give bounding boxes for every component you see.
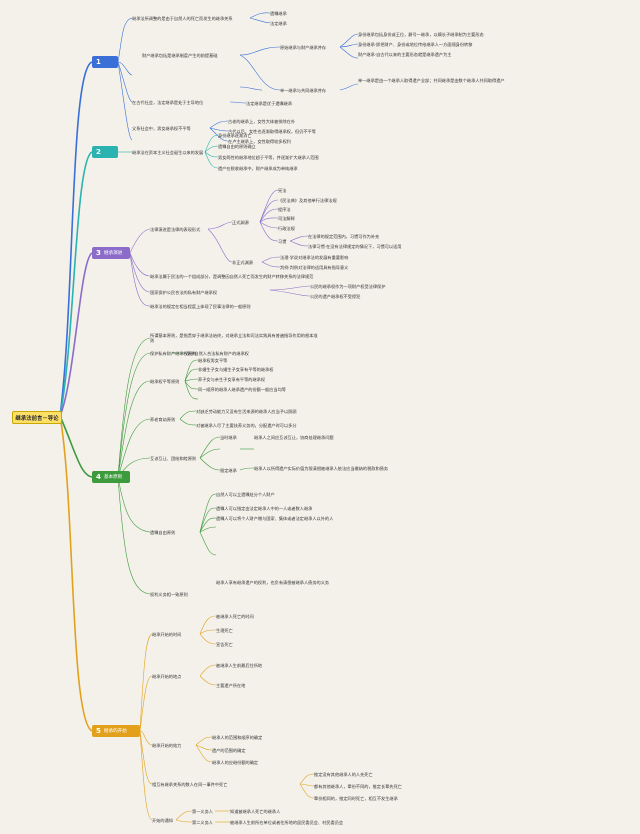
s2-node-1b[interactable]: 遗嘱自由的原则确立 (218, 144, 256, 149)
s1-node-3a[interactable]: 法定继承是优于遗嘱继承 (246, 101, 293, 106)
s3-node-1a3[interactable]: 程序法 (278, 207, 291, 212)
s4-node-4b[interactable]: 继承人之间应互谅互让，协商处理继承问题 (254, 435, 334, 440)
s1-node-4a[interactable]: 古老的继承上，女性大体被排除在外 (228, 119, 296, 124)
section-4-label: 基本原则 (103, 475, 123, 480)
s5-node-2[interactable]: 继承开始的地点 (152, 674, 182, 679)
s1-node-3[interactable]: 在古代社会，法定继承是处于主导地位 (132, 100, 204, 105)
section-5-number: 5 (96, 727, 101, 735)
s5-node-1c[interactable]: 宣告死亡 (216, 642, 233, 647)
s3-node-1a1[interactable]: 宪法 (278, 188, 287, 193)
s4-node-0[interactable]: 所谓基本原则，是指贯穿于继承法始终，对继承立法和司法实践具有普遍指导作用的根本准… (150, 333, 318, 343)
s4-node-6a[interactable]: 继承人享有继承遗产的权利，也负有清偿被继承人债务的义务 (216, 580, 330, 585)
s5-node-3b[interactable]: 遗产的范围的确定 (212, 748, 246, 753)
s5-node-3c[interactable]: 继承人的应继份额的确定 (212, 760, 259, 765)
section-2-number: 2 (96, 148, 101, 156)
s4-node-2a[interactable]: 继承权男女平等 (198, 358, 228, 363)
section-3-number: 3 (96, 249, 101, 257)
s5-node-5a[interactable]: 第一义务人 (192, 809, 213, 814)
s4-node-5[interactable]: 遗嘱自由原则 (150, 530, 176, 535)
s4-node-5b[interactable]: 遗嘱人可以指定由法定继承人中的一人或者数人继承 (216, 506, 313, 511)
s3-node-1b1[interactable]: 法理·学说对继承法的发展有重要影响 (280, 255, 349, 260)
s1-node-2a3[interactable]: 财产继承·自古代以来的主要形态就是继承遗产为主 (358, 52, 452, 57)
s5-node-1a[interactable]: 被继承人死亡的时间 (216, 614, 254, 619)
s4-node-6[interactable]: 权利义务相一致原则 (150, 592, 188, 597)
s5-node-2a[interactable]: 被继承人生前最后住所地 (216, 663, 263, 668)
s4-node-4[interactable]: 互谅互让、团结和睦原则 (150, 456, 197, 461)
s3-node-1a4[interactable]: 司法解释 (278, 216, 295, 221)
s3-node-1a62[interactable]: 法律习惯·在没有法律规定的情况下，习惯可以适用 (308, 244, 402, 249)
s4-node-2b[interactable]: 非婚生子女与婚生子女享有平等的继承权 (198, 367, 274, 372)
s1-node-4b[interactable]: 古代以后，女性也逐渐取得继承权，但仍不平等 (228, 129, 316, 134)
s4-node-5a[interactable]: 自然人可以立遗嘱处分个人财产 (216, 492, 275, 497)
section-1-number: 1 (96, 58, 101, 66)
s3-node-3b[interactable]: 公民的遗产继承权不受侵犯 (310, 294, 361, 299)
s3-node-1a61[interactable]: 在法律的规定范围内，习惯可作为补充 (308, 234, 380, 239)
s3-node-3a[interactable]: 公民的继承权作为一项财产权受法律保护 (310, 284, 386, 289)
s5-node-5b1[interactable]: 被继承人生前所在单位或者住所地的居民委员会、村民委员会 (230, 820, 344, 825)
s3-node-2[interactable]: 继承法属于民法的一个组成部分，是调整因自然人死亡而发生的财产转移关系的法律规范 (150, 274, 314, 279)
s1-node-2a2[interactable]: 身份继承·即把财产、身份或地位传给继承人一方面随身份转移 (358, 42, 473, 47)
s4-node-2[interactable]: 继承权平等原则 (150, 379, 180, 384)
s4-node-4c[interactable]: 限定继承 (220, 468, 237, 473)
s4-node-2c[interactable]: 养子女与亲生子女享有平等的继承权 (198, 377, 266, 382)
s3-node-1a[interactable]: 正式渊源 (232, 220, 249, 225)
s4-node-5c[interactable]: 遗嘱人可以将个人财产赠与国家、集体或者法定继承人以外的人 (216, 516, 334, 521)
s3-node-1[interactable]: 法律演进是法律的表现形式 (150, 227, 201, 232)
s3-node-3[interactable]: 国家保护公民合法的私有财产继承权 (150, 290, 218, 295)
section-3-label: 继承演进 (103, 251, 123, 256)
s2-node-1a[interactable]: 身份继承逐渐消亡 (218, 133, 252, 138)
s1-node-1a[interactable]: 遗嘱继承 (270, 11, 287, 16)
s3-node-1a5[interactable]: 行政法规 (278, 226, 295, 231)
s1-node-1b[interactable]: 法定继承 (270, 21, 287, 26)
s4-node-1a[interactable]: 保护自然人合法私有财产的继承权 (186, 351, 249, 356)
s5-node-3[interactable]: 继承开始的效力 (152, 743, 182, 748)
s1-node-2b1[interactable]: 单一继承是由一个继承人取得遗产全部；共同继承是由数个继承人共同取得遗产 (358, 78, 505, 83)
s1-node-4c[interactable]: 在卢主继承上，女性取得较多权利 (228, 139, 291, 144)
s5-node-1b[interactable]: 生理死亡 (216, 628, 233, 633)
s3-node-1a6[interactable]: 习惯 (278, 239, 287, 244)
section-5-label: 继承的开始 (103, 729, 127, 734)
s4-node-4d[interactable]: 继承人以所得遗产实际价值为限清偿被继承人依法应当缴纳的税款和债务 (254, 466, 389, 471)
s3-node-1b2[interactable]: 判例·判例对法律的适用具有指导意义 (280, 265, 349, 270)
s1-node-2[interactable]: 财产继承包括是继承制度产生的前提基础 (142, 53, 218, 58)
s5-node-4[interactable]: 相互有继承关系的数人在同一事件中死亡 (152, 782, 228, 787)
s1-node-1[interactable]: 继承法所调整的是由于自然人的死亡而发生的继承关系 (132, 16, 233, 21)
s2-node-1[interactable]: 继承法在资本主义社会诞生以来的发展 (132, 150, 204, 155)
s3-node-1a2[interactable]: 《民法典》及其他单行法律法规 (278, 198, 337, 203)
s1-node-4[interactable]: 父系社会中，男女继承权不平等 (132, 126, 191, 131)
s1-node-2a1[interactable]: 身份继承包括身份或王位，爵号一继承，以嫡长子继承制为主要形态 (358, 32, 484, 37)
s4-node-1[interactable]: 保护私有财产继承权原则 (150, 351, 197, 356)
s5-node-5a1[interactable]: 知道被继承人死亡的继承人 (230, 809, 281, 814)
s4-node-2d[interactable]: 同一顺序的继承人继承遗产的份额一般应当均等 (198, 387, 286, 392)
s5-node-3a[interactable]: 继承人的范围和顺序的确定 (212, 735, 263, 740)
s1-node-2b[interactable]: 单一继承与共同继承并存 (280, 88, 327, 93)
s2-node-1d[interactable]: 遗产在税收继承中，财产继承成为单纯继承 (218, 166, 298, 171)
s4-node-3[interactable]: 养老育幼原则 (150, 417, 176, 422)
s3-node-1b[interactable]: 非正式渊源 (232, 260, 253, 265)
s5-node-2b[interactable]: 主要遗产所在地 (216, 683, 246, 688)
s4-node-3b[interactable]: 对被继承人尽了主要扶养义务的，分配遗产时可以多分 (196, 423, 297, 428)
s5-node-5[interactable]: 开始的通知 (152, 818, 173, 823)
section-4-number: 4 (96, 473, 101, 481)
s5-node-4a[interactable]: 推定没有其他继承人的人先死亡 (314, 772, 373, 777)
s4-node-4a[interactable]: 当时继承 (220, 435, 237, 440)
s5-node-5b[interactable]: 第二义务人 (192, 820, 213, 825)
s5-node-4b[interactable]: 都有其他继承人，辈份不同的，推定长辈先死亡 (314, 784, 402, 789)
root-topic[interactable]: 继承法前言－导论 (12, 411, 62, 424)
s1-node-2a[interactable]: 原始继承与财产继承并存 (280, 45, 327, 50)
s5-node-4c[interactable]: 辈份相同的，推定同时死亡，相互不发生继承 (314, 796, 398, 801)
s5-node-1[interactable]: 继承开始的时间 (152, 632, 182, 637)
s3-node-4[interactable]: 继承法的规定在相当程度上体现了民事法律的一般原则 (150, 304, 251, 309)
s4-node-3a[interactable]: 对缺乏劳动能力又没有生活来源的继承人应当予以照顾 (196, 409, 297, 414)
s2-node-1c[interactable]: 男女两性的继承地位趋于平等，并逐渐扩大继承人范围 (218, 155, 319, 160)
section-1-badge[interactable]: 1 (92, 56, 118, 68)
section-2-badge[interactable]: 2 (92, 146, 118, 158)
